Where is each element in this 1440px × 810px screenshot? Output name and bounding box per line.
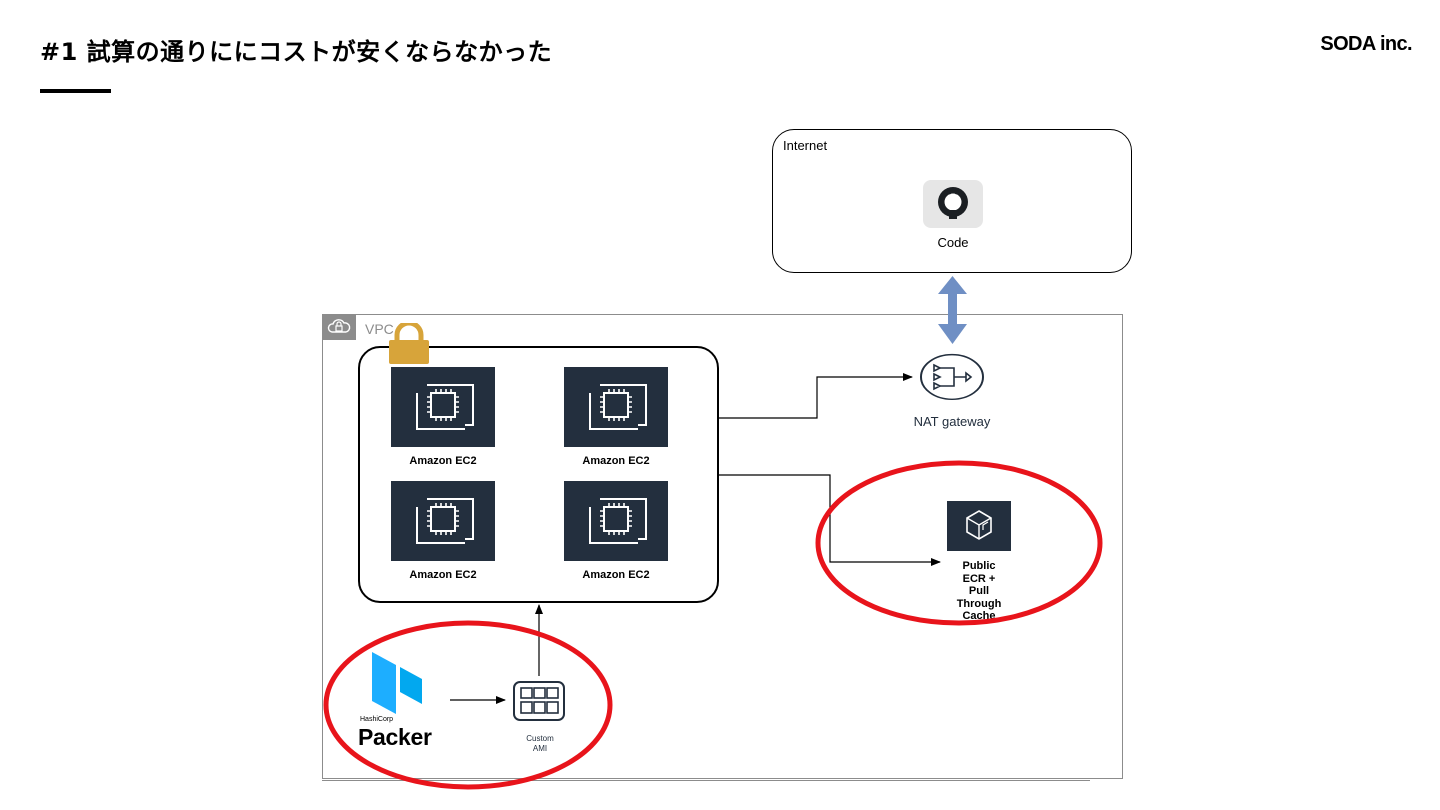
packer-logo <box>372 652 422 714</box>
nat-gateway-icon <box>920 353 984 401</box>
ec2-label: Amazon EC2 <box>409 569 477 581</box>
vpc-bottom-line <box>322 780 1090 781</box>
highlight-ellipse-packer <box>323 620 613 790</box>
slide-title: #1 試算の通りににコストが安くならなかった <box>40 38 553 66</box>
ec2-label: Amazon EC2 <box>409 455 477 467</box>
title-underline <box>40 89 111 93</box>
internet-label: Internet <box>783 138 828 153</box>
asg-to-ecr-arrow <box>719 474 941 566</box>
bidirectional-arrow <box>938 276 967 344</box>
asg-to-nat-arrow <box>719 373 913 419</box>
vpc-cloud-icon <box>322 314 356 340</box>
highlight-ellipse-ecr <box>815 460 1103 626</box>
brand-logo: SODA inc. <box>1320 33 1412 55</box>
ec2-instance-4 <box>564 481 668 561</box>
packer-vendor: HashiCorp <box>360 716 394 723</box>
internet-zone: Internet Code <box>772 129 1132 273</box>
ec2-instance-3 <box>391 481 495 561</box>
ec2-chip-icon <box>416 384 474 430</box>
code-label: Code <box>937 235 969 250</box>
ec2-instance-1 <box>391 367 495 447</box>
ec2-label: Amazon EC2 <box>582 455 650 467</box>
custom-ami-label: Custom AMI <box>526 734 554 753</box>
lock-icon <box>389 323 429 364</box>
ec2-label: Amazon EC2 <box>582 569 650 581</box>
ami-grid-icon <box>513 681 565 721</box>
ec2-chip-icon <box>589 498 647 544</box>
vpc-zone: VPC <box>322 314 1123 779</box>
ec2-instance-2 <box>564 367 668 447</box>
github-icon <box>923 180 983 228</box>
packer-name: Packer <box>358 724 432 750</box>
vpc-label: VPC <box>365 321 394 337</box>
ec2-chip-icon <box>589 384 647 430</box>
ec2-chip-icon <box>416 498 474 544</box>
ecr-icon <box>947 501 1011 551</box>
nat-gateway-label: NAT gateway <box>913 414 991 429</box>
